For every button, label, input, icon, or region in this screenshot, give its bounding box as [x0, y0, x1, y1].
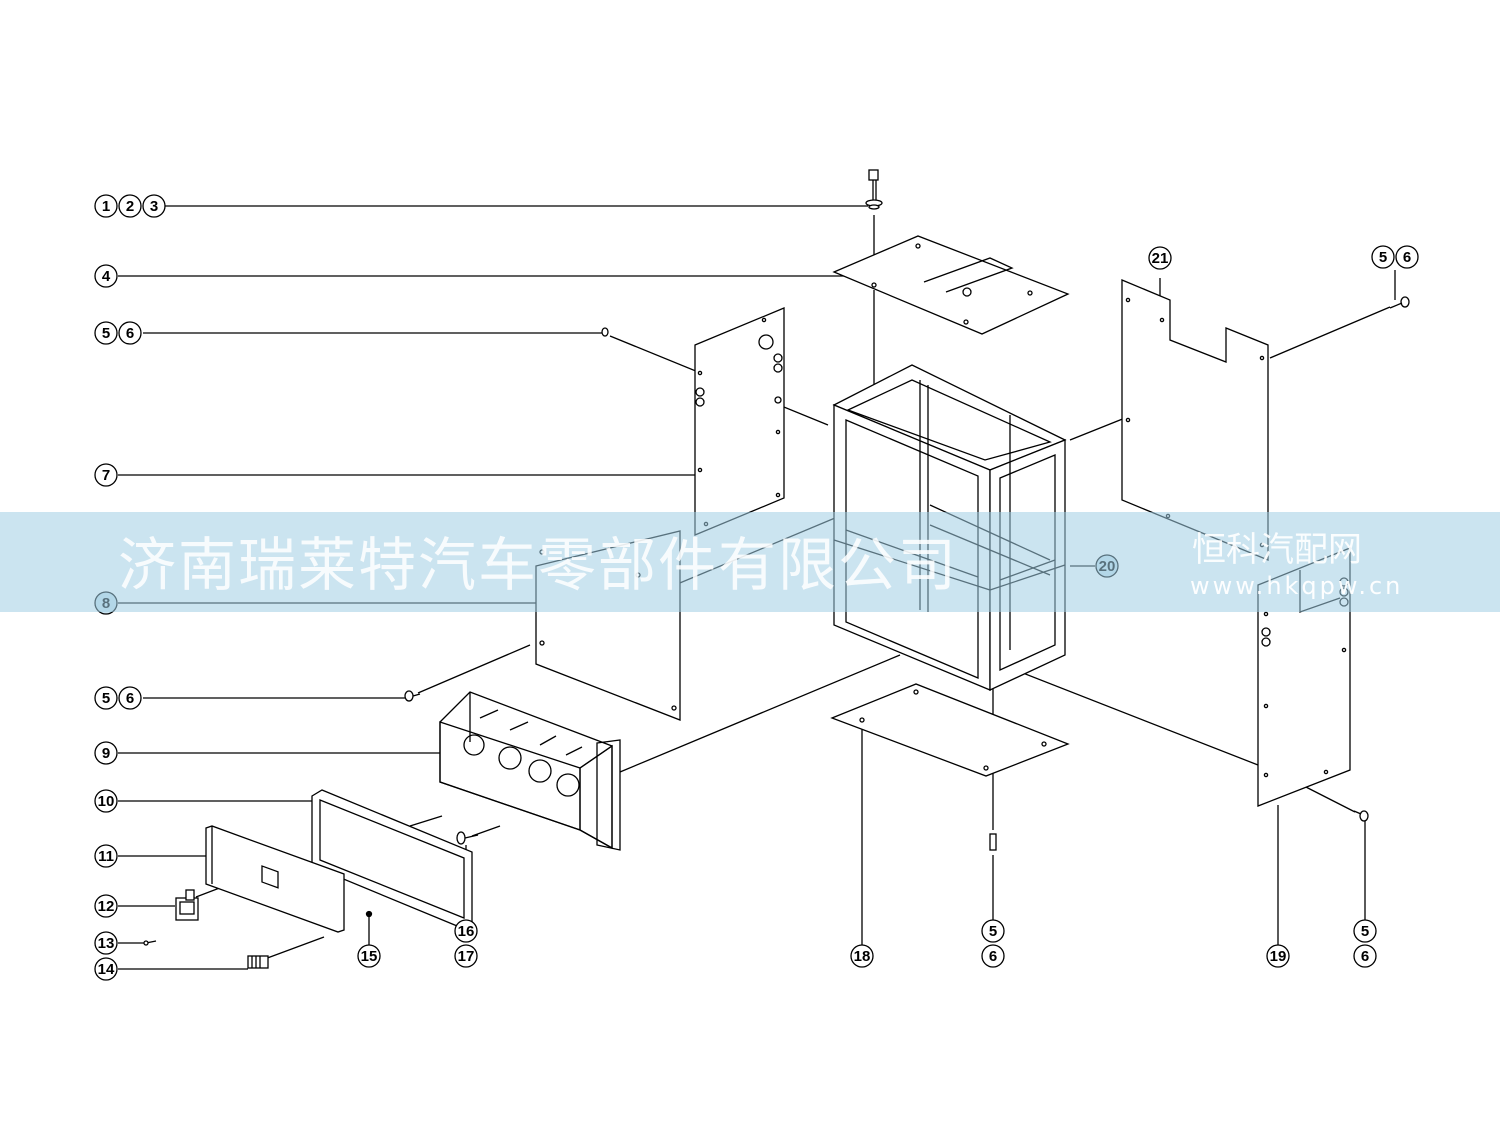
callout-c9-9: 9 [94, 741, 118, 765]
callout-c6d-6: 6 [1353, 944, 1377, 968]
callout-label: 5 [989, 923, 997, 940]
callout-c15-15: 15 [357, 944, 381, 968]
callout-c56b-6: 6 [118, 686, 142, 710]
callout-label: 4 [102, 268, 111, 285]
watermark-url: www.hkqpw.cn [1190, 572, 1404, 600]
callout-c56a-5: 5 [94, 321, 118, 345]
callout-label: 11 [98, 848, 114, 865]
callout-label: 6 [1361, 948, 1369, 965]
housing-box-part [439, 691, 621, 851]
connector-part [247, 955, 269, 969]
screw-5-6-parts [404, 296, 1410, 822]
callout-c56e-5: 5 [1371, 245, 1395, 269]
callout-label: 7 [102, 467, 110, 484]
bottom-screw-part [989, 833, 997, 851]
callout-c5d-5: 5 [1353, 919, 1377, 943]
fastener-15-part [365, 910, 373, 918]
callout-c123-1: 1 [94, 194, 118, 218]
callout-label: 2 [126, 198, 134, 215]
bottom-plate-part [830, 683, 1070, 777]
callout-label: 6 [1403, 249, 1411, 266]
watermark-banner [0, 512, 1500, 612]
callout-label: 13 [98, 935, 115, 952]
callout-label: 10 [98, 793, 115, 810]
callout-label: 6 [126, 325, 134, 342]
callout-label: 19 [1270, 948, 1287, 965]
callout-c13-13: 13 [94, 931, 118, 955]
callout-c17-17: 17 [454, 944, 478, 968]
callout-c21-21: 21 [1148, 246, 1172, 270]
callout-label: 5 [1361, 923, 1369, 940]
screw-16-part [456, 831, 479, 845]
callout-c4-4: 4 [94, 264, 118, 288]
top-bolt-part [865, 169, 883, 210]
screw-13-part [143, 940, 157, 946]
callout-label: 5 [1379, 249, 1387, 266]
watermark-company-name: 济南瑞莱特汽车零部件有限公司 [118, 531, 959, 599]
callout-c12-12: 12 [94, 894, 118, 918]
callout-c19-19: 19 [1266, 944, 1290, 968]
callout-label: 12 [98, 898, 115, 915]
callout-c10-10: 10 [94, 789, 118, 813]
callout-label: 5 [102, 690, 110, 707]
left-side-panel-part [694, 307, 785, 536]
callout-label: 18 [854, 948, 871, 965]
callout-c56e-6: 6 [1395, 245, 1419, 269]
callout-c14-14: 14 [94, 957, 118, 981]
callout-label: 6 [989, 948, 997, 965]
cover-plate-part [205, 825, 345, 933]
callout-label: 16 [458, 923, 475, 940]
callout-label: 9 [102, 745, 110, 762]
watermark-site-name: 恒科汽配网 [1192, 530, 1362, 570]
callout-c6c-6: 6 [981, 944, 1005, 968]
callout-c7-7: 7 [94, 463, 118, 487]
callout-label: 3 [150, 198, 158, 215]
callout-c123-3: 3 [142, 194, 166, 218]
top-cover-plate-part [832, 235, 1070, 335]
callout-c56a-6: 6 [118, 321, 142, 345]
callout-c123-2: 2 [118, 194, 142, 218]
callout-label: 1 [102, 198, 110, 215]
callout-c5c-5: 5 [981, 919, 1005, 943]
callout-label: 15 [361, 948, 378, 965]
callout-label: 5 [102, 325, 110, 342]
callout-label: 17 [458, 948, 475, 965]
latch-part [175, 889, 199, 921]
callout-label: 21 [1152, 250, 1169, 267]
callout-c56b-5: 5 [94, 686, 118, 710]
callout-label: 14 [98, 961, 115, 978]
callout-c16-16: 16 [454, 919, 478, 943]
callout-c11-11: 11 [94, 844, 118, 868]
callout-c18-18: 18 [850, 944, 874, 968]
callout-label: 6 [126, 690, 134, 707]
